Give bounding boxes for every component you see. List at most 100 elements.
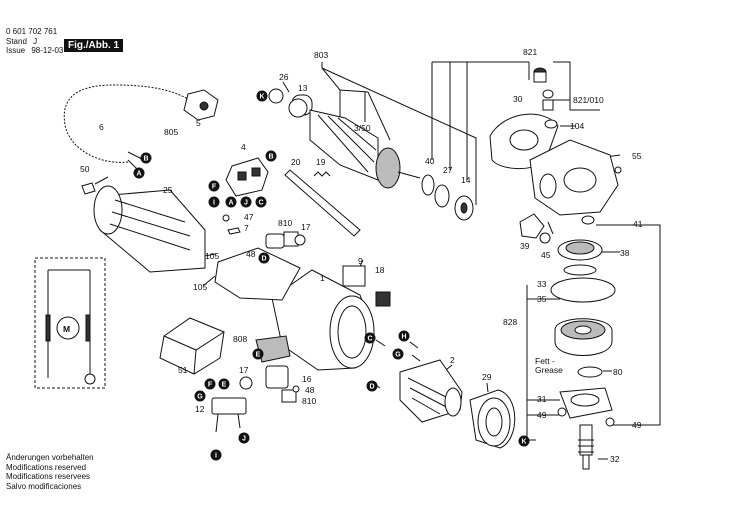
callout-j-switch: J bbox=[240, 196, 252, 208]
motor-housing bbox=[214, 247, 391, 371]
svg-text:C: C bbox=[258, 200, 263, 207]
suppressor-block bbox=[159, 317, 247, 433]
callout-f-block: F bbox=[204, 378, 216, 390]
part-number: 0 601 702 761 bbox=[6, 27, 58, 36]
wiring-schematic: M bbox=[34, 257, 106, 389]
label-7: 7 bbox=[244, 223, 249, 233]
callouts: K B A B F A J C I D C H G E D G F E J I … bbox=[133, 90, 530, 461]
label-26: 26 bbox=[279, 72, 289, 82]
issue-value: 98-12-03 bbox=[31, 46, 64, 55]
bearing-flange bbox=[550, 277, 616, 378]
svg-text:E: E bbox=[256, 352, 261, 359]
footer-line-es: Salvo modificaciones bbox=[6, 481, 82, 491]
stand-value: J bbox=[33, 37, 38, 46]
label-49-right: 49 bbox=[632, 420, 642, 430]
label-1: 1 bbox=[320, 273, 325, 283]
svg-text:C: C bbox=[367, 336, 372, 343]
label-16: 16 bbox=[302, 374, 312, 384]
callout-j-capacitor: J bbox=[238, 432, 250, 444]
callout-f-switch: F bbox=[208, 180, 220, 192]
label-20: 20 bbox=[291, 157, 301, 167]
armature bbox=[268, 88, 421, 189]
screws bbox=[222, 214, 421, 393]
svg-text:G: G bbox=[197, 394, 203, 401]
svg-text:I: I bbox=[215, 453, 217, 460]
callout-b-switch: B bbox=[265, 150, 277, 162]
brush-holders bbox=[239, 231, 306, 403]
leader-lines bbox=[94, 61, 661, 460]
footer-line-de: Änderungen vorbehalten bbox=[6, 453, 94, 462]
callout-b-cord: B bbox=[140, 152, 152, 164]
grease-label-line1: Fett - bbox=[535, 356, 555, 366]
label-31: 31 bbox=[537, 394, 547, 404]
svg-text:J: J bbox=[242, 436, 246, 443]
label-105-b: 105 bbox=[193, 282, 207, 292]
label-17-top: 17 bbox=[301, 222, 311, 232]
label-32: 32 bbox=[610, 454, 620, 464]
callout-k-fan: K bbox=[518, 435, 530, 447]
label-828: 828 bbox=[503, 317, 517, 327]
label-2: 2 bbox=[450, 355, 455, 365]
cap-stack bbox=[533, 67, 558, 129]
callout-c-housing: C bbox=[364, 332, 376, 344]
label-13: 13 bbox=[298, 83, 308, 93]
label-12: 12 bbox=[195, 404, 205, 414]
callout-a-cord: A bbox=[133, 167, 145, 179]
switch-assembly bbox=[225, 157, 269, 197]
svg-text:K: K bbox=[259, 94, 264, 101]
label-105-a: 105 bbox=[205, 251, 219, 261]
label-40: 40 bbox=[425, 156, 435, 166]
switch-rod bbox=[284, 169, 361, 237]
motor-cover bbox=[81, 182, 206, 273]
label-27: 27 bbox=[443, 165, 453, 175]
label-48-bottom: 48 bbox=[305, 385, 315, 395]
label-35: 35 bbox=[537, 294, 547, 304]
gear-set bbox=[519, 213, 603, 276]
label-5: 5 bbox=[196, 118, 201, 128]
svg-text:J: J bbox=[244, 200, 248, 207]
footer-line-en: Modifications reserved bbox=[6, 462, 87, 472]
svg-text:D: D bbox=[369, 384, 374, 391]
grease-note: Fett - Grease bbox=[535, 356, 563, 375]
label-45: 45 bbox=[541, 250, 551, 260]
label-33: 33 bbox=[537, 279, 547, 289]
callout-h-coil: H bbox=[398, 330, 410, 342]
issue-line: Issue 98-12-03 bbox=[6, 46, 63, 55]
label-808: 808 bbox=[233, 334, 247, 344]
label-41: 41 bbox=[633, 219, 643, 229]
svg-text:B: B bbox=[268, 154, 273, 161]
callout-i-switch: I bbox=[208, 196, 220, 208]
label-55: 55 bbox=[632, 151, 642, 161]
stand-label: Stand bbox=[6, 37, 27, 46]
label-49-left: 49 bbox=[537, 410, 547, 420]
callout-e-block: E bbox=[218, 378, 230, 390]
issue-label: Issue bbox=[6, 46, 26, 55]
label-19: 19 bbox=[316, 157, 326, 167]
field-coil bbox=[399, 359, 463, 423]
stand-line: Stand J bbox=[6, 37, 37, 46]
svg-text:A: A bbox=[228, 200, 233, 207]
fan-guide bbox=[469, 389, 516, 449]
label-14: 14 bbox=[461, 175, 471, 185]
label-821: 821 bbox=[523, 47, 537, 57]
label-6: 6 bbox=[99, 122, 104, 132]
label-821-010: 821/010 bbox=[573, 95, 604, 105]
footer-notes: Änderungen vorbehalten Modifications res… bbox=[6, 453, 94, 491]
svg-text:M: M bbox=[63, 324, 70, 334]
svg-text:H: H bbox=[401, 334, 406, 341]
callout-a-switch: A bbox=[225, 196, 237, 208]
figure-tag: Fig./Abb. 1 bbox=[64, 39, 124, 52]
callout-e-plate: E bbox=[252, 348, 264, 360]
svg-text:K: K bbox=[521, 439, 526, 446]
label-104: 104 bbox=[570, 121, 584, 131]
spindle-flange bbox=[557, 387, 615, 427]
label-810-top: 810 bbox=[278, 218, 292, 228]
label-25: 25 bbox=[163, 185, 173, 195]
callout-k-top: K bbox=[256, 90, 268, 102]
label-805: 805 bbox=[164, 127, 178, 137]
callout-g-block: G bbox=[194, 390, 206, 402]
bearings bbox=[421, 174, 474, 221]
label-47: 47 bbox=[244, 212, 254, 222]
label-17-bottom: 17 bbox=[239, 365, 249, 375]
